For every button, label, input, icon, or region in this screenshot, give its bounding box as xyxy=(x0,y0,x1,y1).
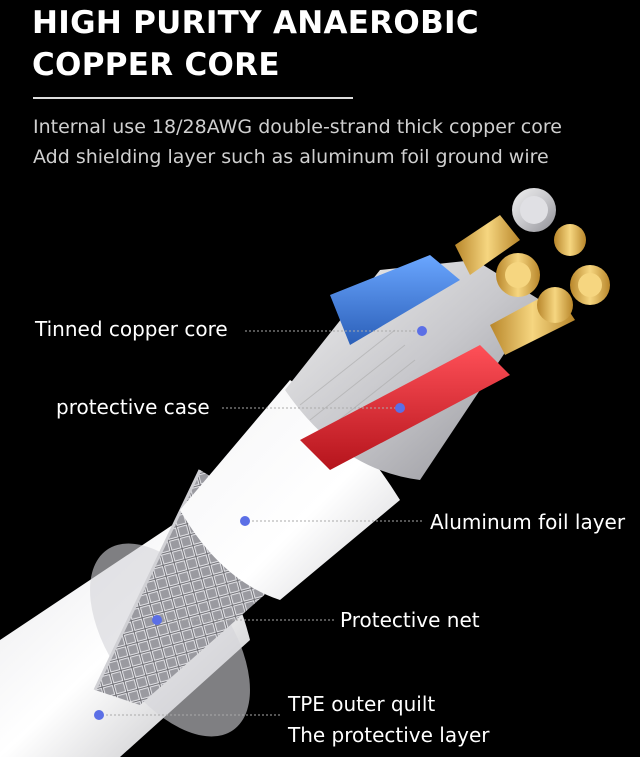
callout-protective-layer: The protective layer xyxy=(288,723,490,747)
callout-aluminum-foil-layer: Aluminum foil layer xyxy=(430,510,626,534)
callout-tinned-copper-core: Tinned copper core xyxy=(35,317,228,341)
callout-protective-net: Protective net xyxy=(340,608,480,632)
description-line-2: Add shielding layer such as aluminum foi… xyxy=(33,146,549,168)
description-line-1: Internal use 18/28AWG double-strand thic… xyxy=(33,116,562,138)
wire-bundle xyxy=(285,188,610,480)
page-title: HIGH PURITY ANAEROBIC COPPER CORE xyxy=(32,2,479,86)
title-line-1: HIGH PURITY ANAEROBIC xyxy=(32,5,479,41)
title-divider xyxy=(33,97,353,99)
title-line-2: COPPER CORE xyxy=(32,47,280,83)
callout-protective-case: protective case xyxy=(56,395,210,419)
callout-tpe-outer-quilt: TPE outer quilt xyxy=(288,692,436,716)
callout-leaders xyxy=(94,326,427,720)
